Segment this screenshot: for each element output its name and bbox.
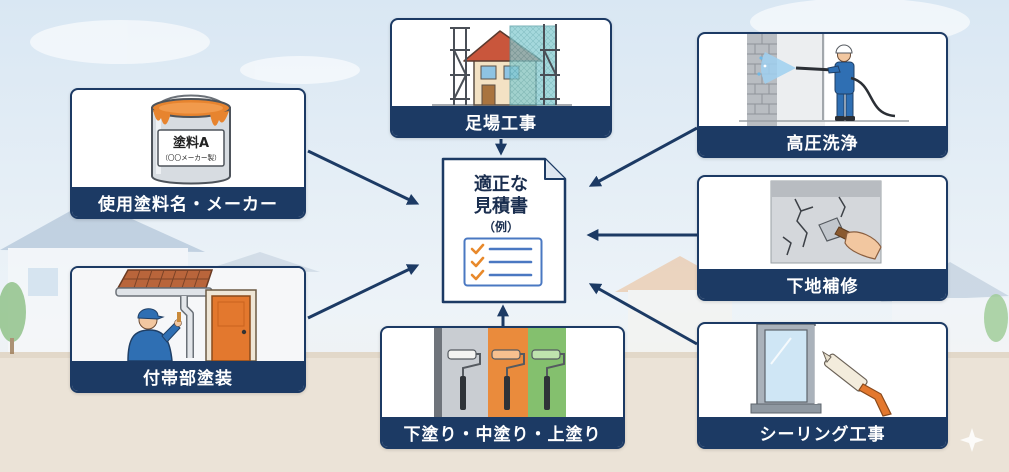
hose bbox=[850, 76, 896, 118]
house-scaffolding-icon bbox=[432, 24, 572, 106]
gutter-icon bbox=[115, 287, 213, 297]
card-paint-product: 塗料A （〇〇メーカー製） 使用塗料名・メーカー bbox=[70, 88, 306, 219]
arrow-pressure-washing-to-document bbox=[588, 126, 698, 187]
document-title-line2: 見積書 bbox=[474, 196, 528, 217]
card-label-accessory-painting: 付帯部塗装 bbox=[72, 361, 304, 391]
worker-figure bbox=[127, 308, 182, 361]
arrow-accessory-to-document bbox=[307, 264, 420, 320]
card-three-coats: 下塗り・中塗り・上塗り bbox=[380, 326, 625, 449]
worker-gutter-door-icon bbox=[72, 268, 304, 361]
worker-figure bbox=[827, 44, 855, 121]
caulking-gun-icon bbox=[750, 324, 892, 417]
paint-can-icon: 塗料A （〇〇メーカー製） bbox=[151, 94, 231, 185]
card-accessory-painting: 付帯部塗装 bbox=[70, 266, 306, 393]
paint-can-illustration: 塗料A （〇〇メーカー製） bbox=[72, 90, 304, 187]
card-label-sealing: シーリング工事 bbox=[699, 417, 946, 447]
scaffolding-illustration bbox=[392, 20, 610, 106]
three-coats-illustration bbox=[382, 328, 623, 417]
card-scaffolding: 足場工事 bbox=[390, 18, 612, 138]
paint-rollers-icon bbox=[434, 328, 566, 417]
substrate-repair-illustration bbox=[699, 177, 946, 269]
water-spray bbox=[761, 52, 796, 84]
roller-icon bbox=[531, 349, 565, 410]
card-label-pressure-washing: 高圧洗浄 bbox=[699, 126, 946, 156]
roller-icon bbox=[491, 349, 525, 410]
pressure-washing-illustration bbox=[699, 34, 946, 126]
tree-icon bbox=[0, 282, 1008, 354]
crack-repair-icon bbox=[770, 180, 882, 264]
roller-icon bbox=[447, 349, 481, 410]
checkmark-icons bbox=[470, 243, 485, 281]
sparkle-icon bbox=[960, 428, 984, 452]
card-substrate-repair: 下地補修 bbox=[697, 175, 948, 301]
estimate-document: 適正な 見積書 （例） bbox=[441, 157, 567, 304]
arrow-paint-product-to-document bbox=[307, 149, 420, 205]
hand-icon bbox=[844, 231, 882, 260]
accessory-painting-illustration bbox=[72, 268, 304, 361]
sealing-illustration bbox=[699, 324, 946, 417]
paint-can-name: 塗料A bbox=[173, 135, 209, 151]
card-label-substrate-repair: 下地補修 bbox=[699, 269, 946, 299]
window-frame-icon bbox=[750, 324, 822, 414]
card-label-paint-product: 使用塗料名・メーカー bbox=[72, 187, 304, 217]
door-icon bbox=[205, 289, 257, 361]
checklist-icon bbox=[463, 237, 543, 287]
pressure-washer-icon bbox=[739, 34, 909, 126]
card-label-three-coats: 下塗り・中塗り・上塗り bbox=[382, 417, 623, 447]
card-sealing: シーリング工事 bbox=[697, 322, 948, 449]
card-pressure-washing: 高圧洗浄 bbox=[697, 32, 948, 158]
document-subtitle: （例） bbox=[482, 220, 519, 234]
card-label-scaffolding: 足場工事 bbox=[392, 106, 610, 136]
document-title-line1: 適正な bbox=[474, 174, 528, 195]
arrow-sealing-to-document bbox=[588, 283, 698, 346]
checklist-lines bbox=[488, 247, 533, 277]
paint-can-maker: （〇〇メーカー製） bbox=[161, 153, 220, 162]
wall-cracks bbox=[782, 196, 846, 256]
